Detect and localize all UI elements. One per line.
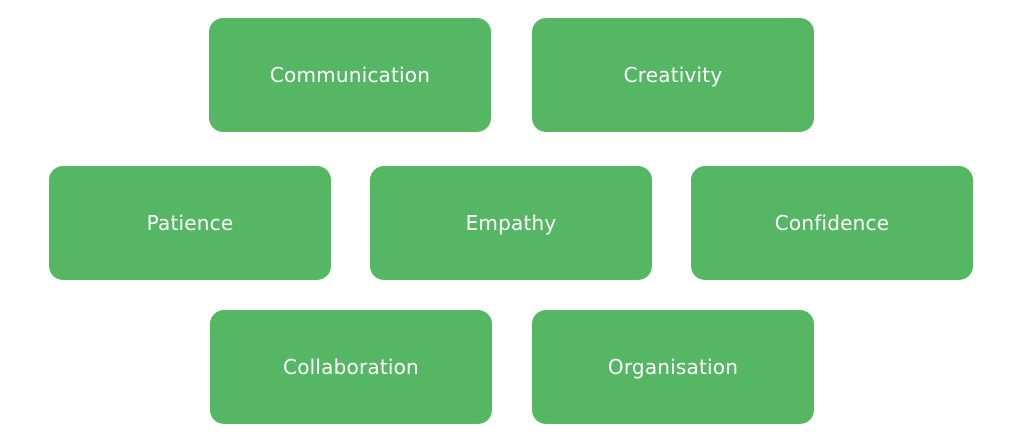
skill-label: Communication (269, 63, 431, 87)
skill-card-organisation: Organisation (532, 310, 814, 424)
skill-label: Confidence (774, 211, 890, 235)
skill-card-confidence: Confidence (691, 166, 973, 280)
skill-label: Creativity (623, 63, 723, 87)
skill-card-communication: Communication (209, 18, 491, 132)
skill-label: Organisation (607, 355, 739, 379)
skill-card-patience: Patience (49, 166, 331, 280)
skill-label: Patience (146, 211, 234, 235)
skill-card-empathy: Empathy (370, 166, 652, 280)
skill-card-creativity: Creativity (532, 18, 814, 132)
skill-label: Empathy (465, 211, 557, 235)
skill-card-collaboration: Collaboration (210, 310, 492, 424)
skill-label: Collaboration (283, 355, 419, 379)
